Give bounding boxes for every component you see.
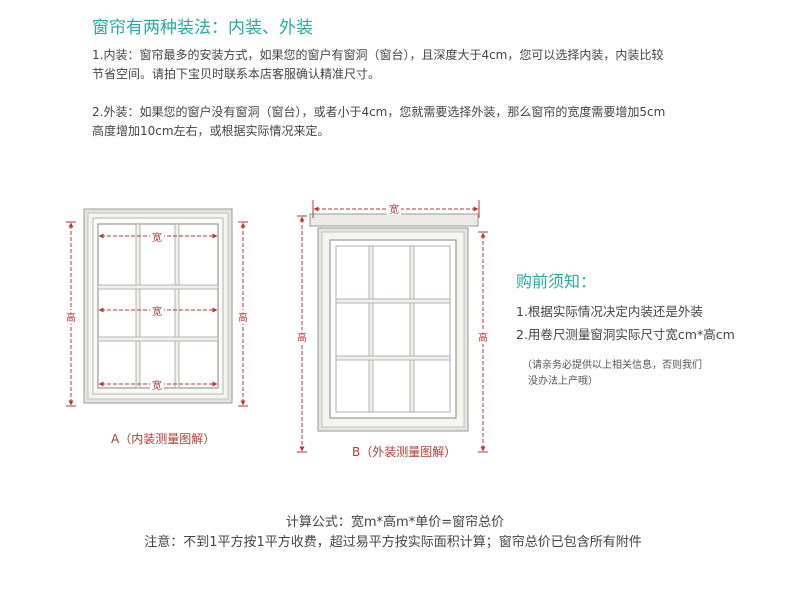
outer-install-line-1: 2.外装：如果您的窗户没有窗洞（窗台），或者小于4cm，您就需要选择外装，那么窗…	[92, 105, 666, 119]
diagram-a-caption: A（内装测量图解）	[111, 432, 215, 446]
diagram-a-height-label-left: 高	[66, 311, 76, 324]
purchase-notice: 购前须知： 1.根据实际情况决定内装还是外装 2.用卷尺测量窗洞实际尺寸宽cm*…	[516, 268, 735, 390]
diagram-b-window	[309, 213, 479, 432]
outer-install-line-2: 高度增加10cm左右，或根据实际情况来定。	[92, 124, 330, 138]
notice-remark-line-1: （请亲务必提供以上相关信息，否则我们	[522, 360, 702, 371]
notice-item-2: 2.用卷尺测量窗洞实际尺寸宽cm*高cm	[516, 327, 735, 342]
diagram-a-height-label-right: 高	[238, 311, 248, 324]
price-formula: 计算公式：宽m*高m*单价=窗帘总价	[285, 515, 505, 530]
diagram-a-width-label-middle: 宽	[152, 305, 162, 318]
notice-title: 购前须知：	[516, 272, 597, 291]
page-title: 窗帘有两种装法：内装、外装	[92, 18, 313, 38]
diagram-b-width-label: 宽	[389, 203, 399, 216]
notice-remark: （请亲务必提供以上相关信息，否则我们 没办法上产哦）	[516, 358, 735, 390]
inner-install-description: 1.内装：窗帘最多的安装方式，如果您的窗户有窗洞（窗台），且深度大于4cm，您可…	[92, 46, 732, 84]
outer-install-description: 2.外装：如果您的窗户没有窗洞（窗台），或者小于4cm，您就需要选择外装，那么窗…	[92, 103, 732, 141]
notice-remark-line-2: 没办法上产哦）	[528, 376, 598, 387]
inner-install-line-1: 1.内装：窗帘最多的安装方式，如果您的窗户有窗洞（窗台），且深度大于4cm，您可…	[92, 48, 664, 62]
diagram-b-height-label-left: 高	[297, 331, 307, 344]
pricing-note: 注意：不到1平方按1平方收费，超过易平方按实际面积计算；窗帘总价已包含所有附件	[144, 535, 642, 550]
diagram-a-width-label-bottom: 宽	[152, 379, 162, 392]
diagram-a-height-measures	[66, 221, 248, 407]
diagram-b-height-label-right: 高	[478, 331, 488, 344]
diagram-a-width-label-top: 宽	[152, 231, 162, 244]
diagram-b-caption: B（外装测量图解）	[352, 445, 456, 459]
notice-item-1: 1.根据实际情况决定内装还是外装	[516, 304, 703, 319]
inner-install-line-2: 节省空间。请拍下宝贝时联系本店客服确认精准尺寸。	[92, 67, 381, 81]
